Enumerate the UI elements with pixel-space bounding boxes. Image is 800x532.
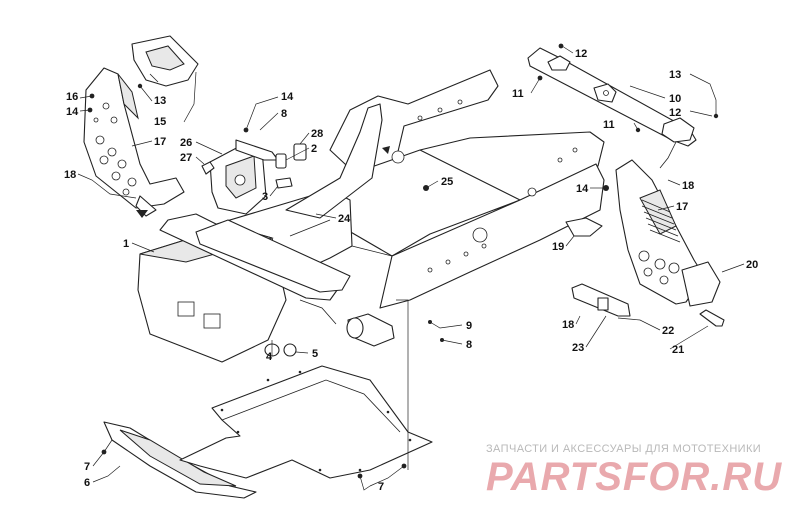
callout-20: 20: [746, 259, 758, 271]
callout-7: 7: [84, 461, 90, 473]
spacer-5-part: [283, 343, 297, 357]
callout-18: 18: [682, 180, 694, 192]
callout-17: 17: [676, 201, 688, 213]
chassis-frame-part: [137, 69, 605, 363]
clip-23-part: [597, 297, 609, 311]
bushing-2-part: [275, 153, 287, 169]
nut-27-part: [201, 161, 215, 175]
watermark-brand: PARTSFOR.RU: [486, 455, 782, 499]
callout-labels: 12 11 13 10 12 11 16 14 13 15 17 18 14 8…: [64, 48, 758, 493]
callout-6: 6: [84, 477, 90, 489]
belly-pan-part: [179, 365, 433, 479]
left-upper-bracket-part: [131, 35, 199, 87]
callout-3: 3: [262, 191, 268, 203]
bracket-19-part: [565, 217, 603, 237]
steering-support-part: [209, 139, 279, 215]
callout-25: 25: [441, 176, 453, 188]
callout-21: 21: [672, 344, 684, 356]
callout-14: 14: [281, 91, 294, 103]
callout-12: 12: [669, 107, 681, 119]
bolt-3-part: [275, 177, 293, 189]
callout-18: 18: [64, 169, 76, 181]
callout-9: 9: [466, 320, 472, 332]
callout-15: 15: [154, 116, 166, 128]
callout-7: 7: [378, 481, 384, 493]
callout-13: 13: [154, 95, 166, 107]
steering-post-part: [527, 47, 697, 169]
callout-2: 2: [311, 143, 317, 155]
callout-11: 11: [512, 88, 524, 100]
watermark: ЗАПЧАСТИ И АКСЕССУАРЫ ДЛЯ МОТОТЕХНИКИ PA…: [486, 443, 782, 499]
fastener-marks: [87, 43, 719, 479]
callout-18: 18: [562, 319, 574, 331]
callout-5: 5: [312, 348, 318, 360]
strip-21-part: [699, 309, 725, 327]
callout-4: 4: [266, 351, 273, 363]
callout-13: 13: [669, 69, 681, 81]
callout-1: 1: [123, 238, 129, 250]
left-footrest-part: [83, 67, 185, 217]
callout-19: 19: [552, 241, 564, 253]
callout-17: 17: [154, 136, 166, 148]
callout-26: 26: [180, 137, 192, 149]
right-footrest-grip-pattern: [641, 199, 681, 243]
spacer-28-part: [293, 143, 307, 161]
callout-27: 27: [180, 152, 192, 164]
callout-28: 28: [311, 128, 323, 140]
callout-10: 10: [669, 93, 681, 105]
callout-14: 14: [576, 183, 589, 195]
callout-24: 24: [338, 213, 351, 225]
callout-11: 11: [603, 119, 615, 131]
right-footrest-part: [615, 159, 721, 307]
callout-8: 8: [281, 108, 287, 120]
watermark-subtitle: ЗАПЧАСТИ И АКСЕССУАРЫ ДЛЯ МОТОТЕХНИКИ: [486, 443, 761, 455]
callout-16: 16: [66, 91, 78, 103]
callout-22: 22: [662, 325, 674, 337]
callout-8: 8: [466, 339, 472, 351]
callout-23: 23: [572, 342, 584, 354]
callout-14: 14: [66, 106, 79, 118]
callout-12: 12: [575, 48, 587, 60]
